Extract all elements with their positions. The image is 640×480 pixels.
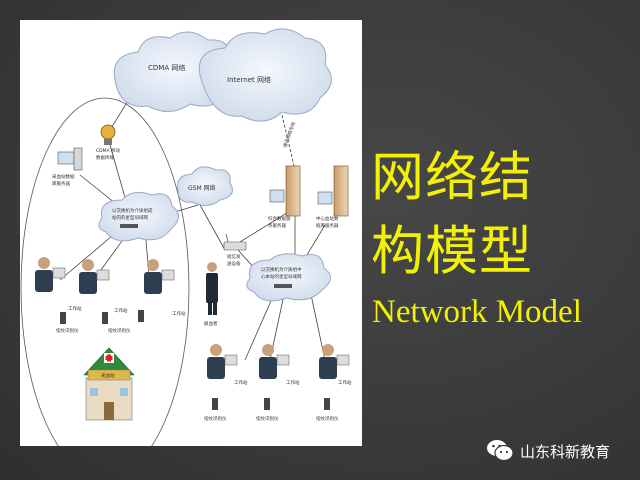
wechat-icon (487, 440, 514, 462)
station-label: 采血站 (101, 372, 115, 379)
workstation-left-3-label: 工作站 (172, 310, 186, 317)
cdma-cloud-label: CDMA 网络 (148, 63, 185, 72)
printer-right-2-label: 指纹识别仪 (256, 415, 279, 422)
center-server-label-2: 据库服务器 (316, 222, 339, 229)
network-diagram: CDMA 网络 Internet 网络 GSM 网络 以交换机为介质组成 站内的… (20, 20, 362, 446)
workstation-right-3-label: 工作站 (338, 379, 352, 386)
cdma-terminal-label-2: 数据终端 (96, 154, 114, 161)
center-server-icon (317, 165, 349, 217)
printer-right-3-label: 指纹识别仪 (316, 415, 339, 422)
left-switch-icon (120, 224, 138, 228)
workstation-left-1 (35, 257, 66, 324)
workstation-right-1 (207, 344, 238, 410)
left-lan-label-1: 以交换机为介质组成 (112, 207, 153, 214)
internet-cloud: Internet 网络 (198, 28, 332, 122)
left-lan-label-2: 站内的星型局域网 (112, 214, 148, 221)
station-building-icon (83, 347, 135, 421)
workstation-left-3 (138, 259, 175, 322)
dashed-link (281, 114, 296, 171)
workstation-right-1-label: 工作站 (234, 379, 248, 386)
workstation-right-3 (319, 344, 350, 410)
workstation-right-2 (259, 344, 290, 410)
donor-figure (206, 262, 218, 315)
workstation-left-2-label: 工作站 (114, 307, 128, 314)
title-line-1: 网络结 (371, 147, 533, 208)
database-server-left-label-2: 库服务器 (52, 180, 70, 187)
printer-left-2-label: 指纹识别仪 (108, 327, 131, 334)
workstation-left-2 (79, 259, 110, 324)
right-lan-label-2: 心本站的星型局域网 (261, 273, 302, 280)
right-switch-icon (274, 284, 292, 288)
comm-server-label-2: 务服务器 (268, 222, 286, 229)
right-lan-cloud: 以交换机为介质组中 心本站的星型局域网 (246, 253, 331, 302)
title-line-2: 构模型 (371, 221, 533, 282)
right-lan-label-1: 以交换机为介质组中 (261, 266, 302, 273)
center-server-label-1: 中心血站数 (316, 215, 339, 222)
cdma-terminal-label-1: CDMA 移动 (96, 147, 120, 154)
watermark: 山东科新教育 (486, 438, 610, 464)
workstation-left-1-label: 工作站 (68, 305, 82, 312)
internet-cloud-label: Internet 网络 (227, 75, 271, 84)
gsm-cloud: GSM 网络 (177, 166, 233, 206)
comm-server-icon (269, 165, 301, 217)
sms-device-icon (223, 233, 247, 251)
gsm-cloud-label: GSM 网络 (188, 184, 216, 192)
cdma-terminal-icon (100, 124, 116, 145)
workstation-right-2-label: 工作站 (286, 379, 300, 386)
database-server-left-icon (57, 147, 83, 171)
watermark-text: 山东科新教育 (520, 442, 611, 461)
title-english: Network Model (372, 294, 582, 330)
sms-device-label-1: 短信发 (227, 253, 241, 260)
local-network-boundary (20, 97, 190, 446)
printer-right-1-label: 指纹识别仪 (204, 415, 227, 422)
comm-server-label-1: 综合数据服 (268, 215, 291, 222)
dashed-link-label: 通讯网络专网 (281, 120, 297, 148)
database-server-left-label-1: 采血站数据 (52, 173, 75, 180)
printer-left-1-label: 指纹识别仪 (56, 327, 79, 334)
left-lan-cloud: 以交换机为介质组成 站内的星型局域网 (98, 191, 179, 242)
donor-label: 献血者 (204, 320, 218, 327)
sms-device-label-2: 送设备 (227, 260, 241, 267)
